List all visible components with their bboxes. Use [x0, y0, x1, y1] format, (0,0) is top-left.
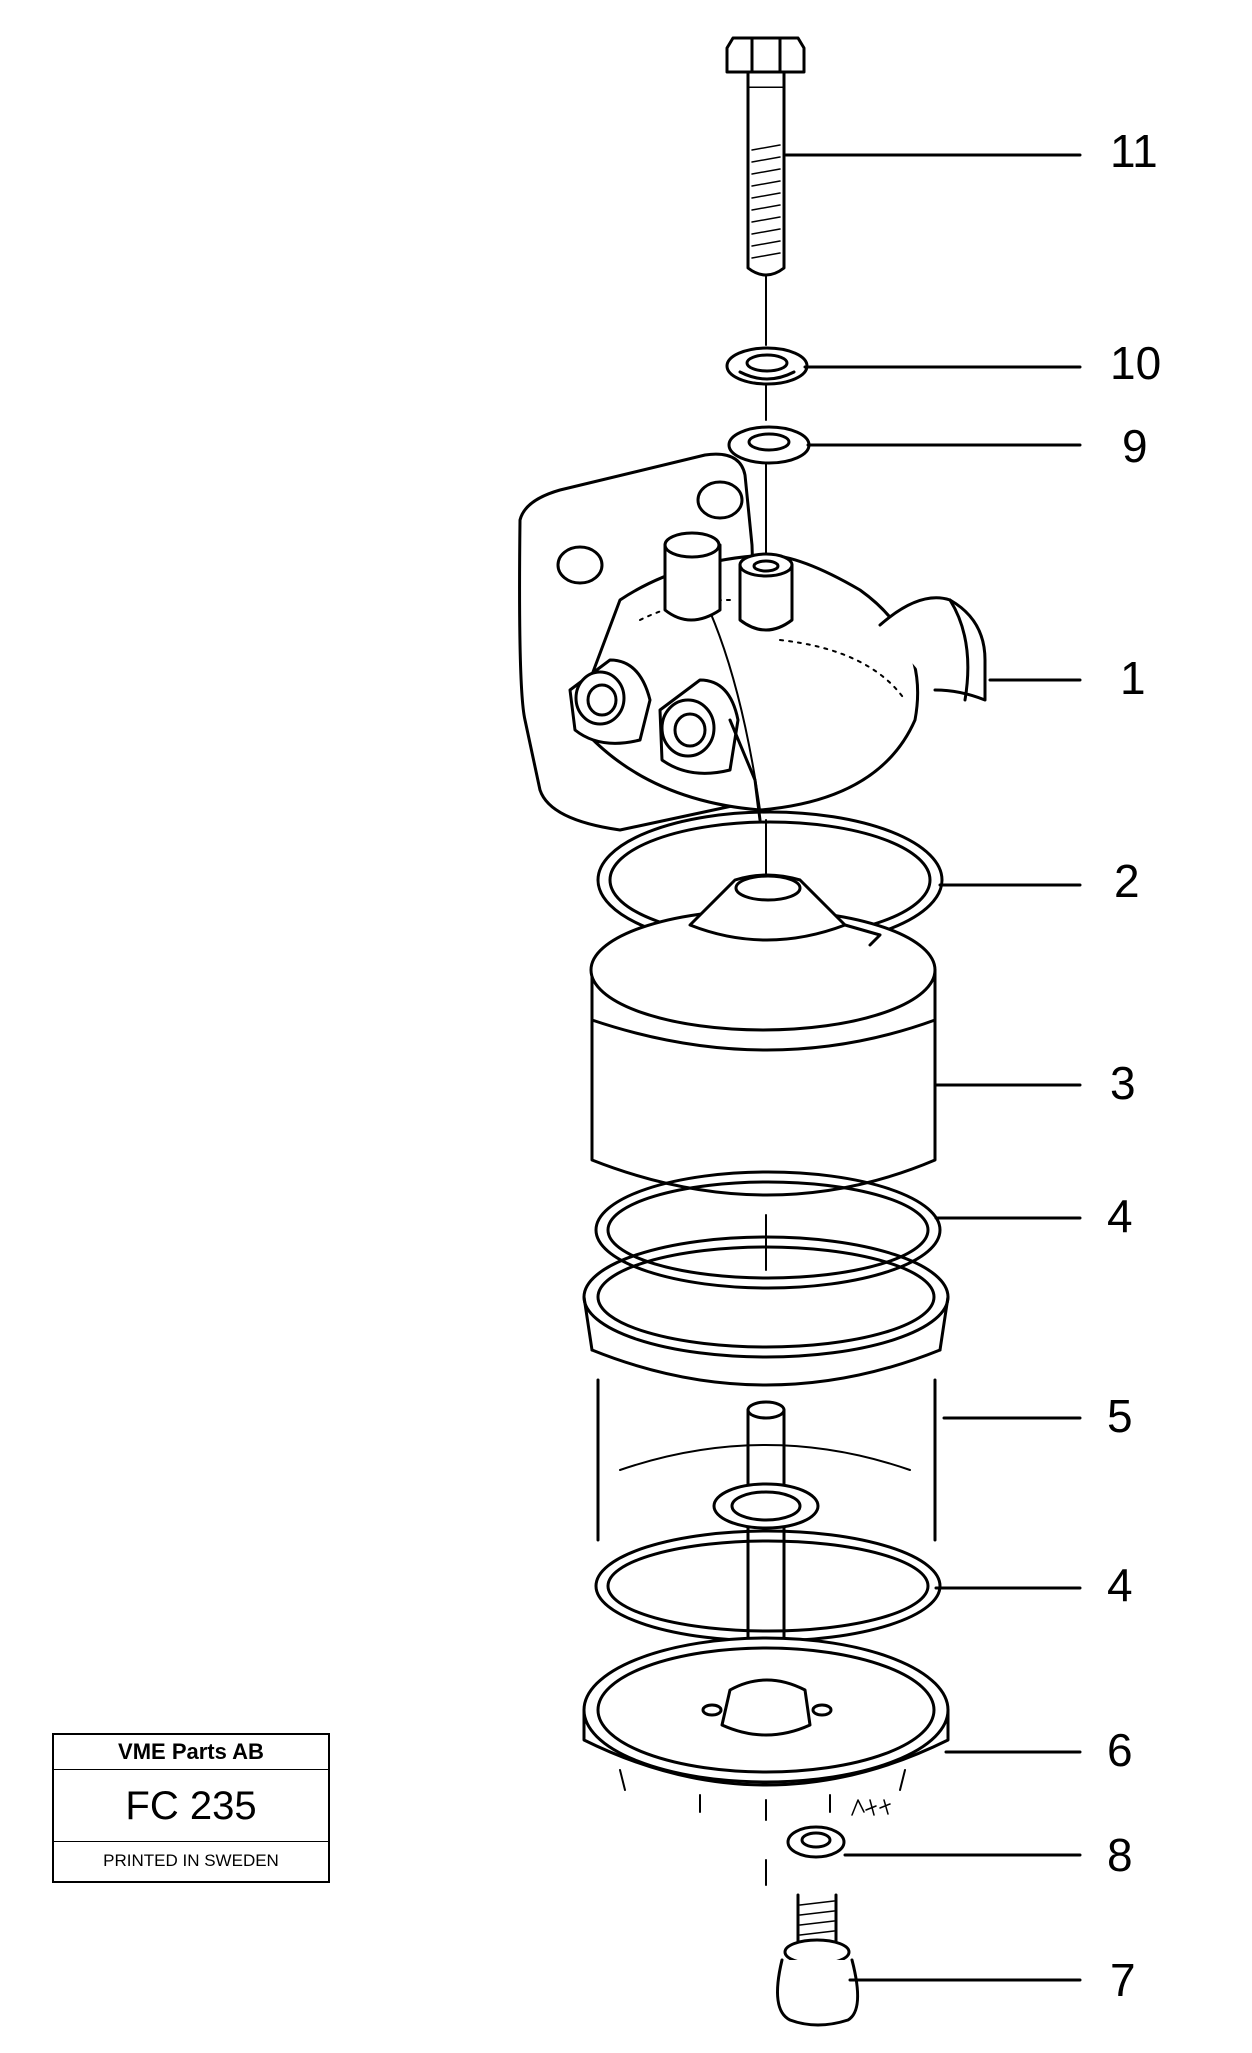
stamp-note: PRINTED IN SWEDEN: [103, 1851, 279, 1870]
callout-8: 8: [1107, 1829, 1133, 1881]
callout-10: 10: [1110, 337, 1162, 389]
bolt-part-11: [725, 36, 806, 277]
filter-element-part-3: [589, 873, 937, 1197]
stamp-code: FC 235: [54, 1771, 328, 1842]
filter-head-part-1: [518, 452, 987, 832]
stamp-company: VME Parts AB: [54, 1735, 328, 1770]
artist-signature: [851, 1799, 891, 1816]
callout-4-lower: 4: [1107, 1559, 1133, 1611]
bowl-part-5: [582, 1235, 950, 1682]
seal-ring-part-4-upper: [594, 1170, 942, 1290]
callout-7: 7: [1110, 1954, 1136, 2006]
small-seal-part-8: [786, 1825, 846, 1859]
callout-6: 6: [1107, 1724, 1133, 1776]
catalog-stamp: VME Parts AB FC 235 PRINTED IN SWEDEN: [52, 1733, 330, 1883]
callout-2: 2: [1114, 855, 1140, 907]
callout-4-upper: 4: [1107, 1190, 1133, 1242]
callout-3: 3: [1110, 1057, 1136, 1109]
callout-5: 5: [1107, 1390, 1133, 1442]
drain-plug-part-7: [776, 1893, 860, 2027]
callout-9: 9: [1122, 420, 1148, 472]
spring-washer-part-10: [725, 346, 809, 386]
leader-lines: [784, 153, 1082, 1982]
seal-ring-part-4-lower: [594, 1529, 942, 1643]
bottom-plate-part-6: [582, 1636, 950, 1813]
callout-1: 1: [1120, 652, 1146, 704]
callout-11: 11: [1110, 125, 1158, 177]
washer-part-9: [727, 425, 811, 465]
